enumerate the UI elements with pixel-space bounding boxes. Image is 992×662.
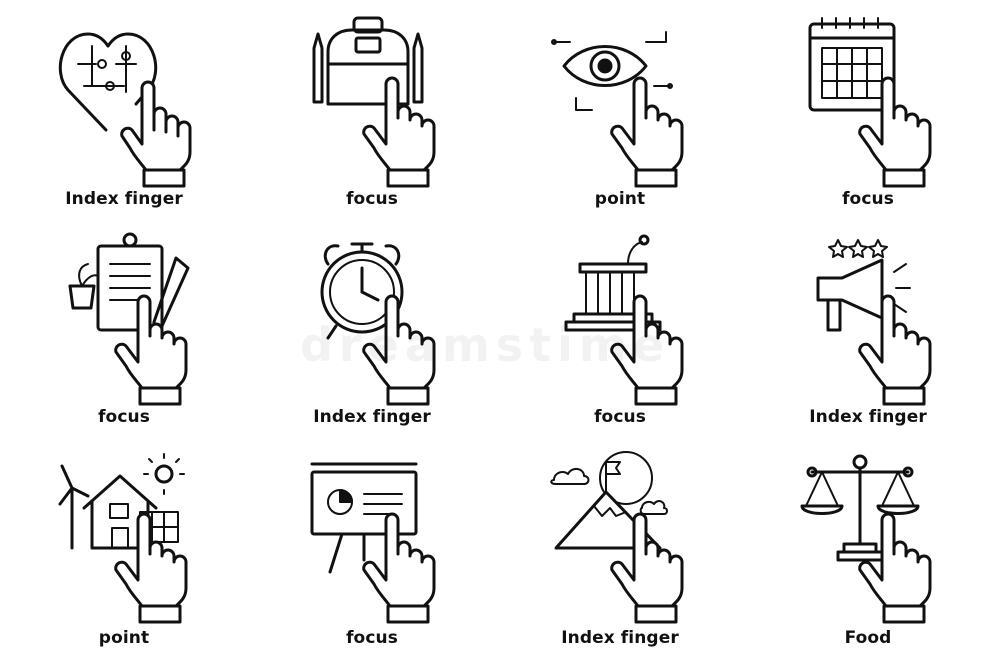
- clipboard-pencil-icon: [54, 230, 194, 405]
- icon-tile: point: [496, 0, 744, 218]
- pointing-hand-icon: [116, 514, 186, 622]
- pointing-hand-icon: [364, 296, 434, 404]
- icon-tile: focus: [0, 218, 248, 436]
- pointing-hand-icon: [122, 82, 190, 186]
- icon-label: Index finger: [313, 407, 431, 427]
- icon-label: Index finger: [809, 407, 927, 427]
- pointing-hand-icon: [612, 78, 682, 186]
- icon-tile: Index finger: [496, 436, 744, 662]
- podium-icon: [550, 230, 690, 405]
- icon-label: point: [98, 628, 150, 648]
- icon-tile: focus: [248, 0, 496, 218]
- icon-label: focus: [842, 189, 894, 209]
- pointing-hand-icon: [612, 514, 682, 622]
- icon-tile: focus: [744, 0, 992, 218]
- megaphone-stars-icon: [798, 230, 938, 405]
- pointing-hand-icon: [860, 514, 930, 622]
- icon-label: Index finger: [561, 628, 679, 648]
- eco-house-icon: [54, 448, 194, 623]
- backpack-icon: [302, 12, 442, 187]
- presentation-board-icon: [302, 448, 442, 623]
- pointing-hand-icon: [860, 78, 930, 186]
- icon-label: focus: [594, 407, 646, 427]
- eye-circuit-icon: [550, 12, 690, 187]
- icon-tile: Food: [744, 436, 992, 662]
- icon-label: Index finger: [65, 189, 183, 209]
- alarm-clock-icon: [302, 230, 442, 405]
- pointing-hand-icon: [612, 296, 682, 404]
- icon-label: focus: [346, 189, 398, 209]
- icon-label: focus: [346, 628, 398, 648]
- icon-tile: point: [0, 436, 248, 662]
- icon-tile: focus: [496, 218, 744, 436]
- icon-label: Food: [844, 628, 892, 648]
- icon-tile: Index finger: [0, 0, 248, 218]
- icon-label: focus: [98, 407, 150, 427]
- icon-tile: Index finger: [248, 218, 496, 436]
- pointing-hand-icon: [860, 296, 930, 404]
- icon-tile: focus: [248, 436, 496, 662]
- icon-label: point: [594, 189, 646, 209]
- balance-scale-icon: [798, 448, 938, 623]
- icon-tile: Index finger: [744, 218, 992, 436]
- puzzle-heart-icon: [54, 12, 194, 187]
- pointing-hand-icon: [116, 296, 186, 404]
- calendar-icon: [798, 12, 938, 187]
- mountain-flag-icon: [550, 448, 690, 623]
- pointing-hand-icon: [364, 514, 434, 622]
- pointing-hand-icon: [364, 78, 434, 186]
